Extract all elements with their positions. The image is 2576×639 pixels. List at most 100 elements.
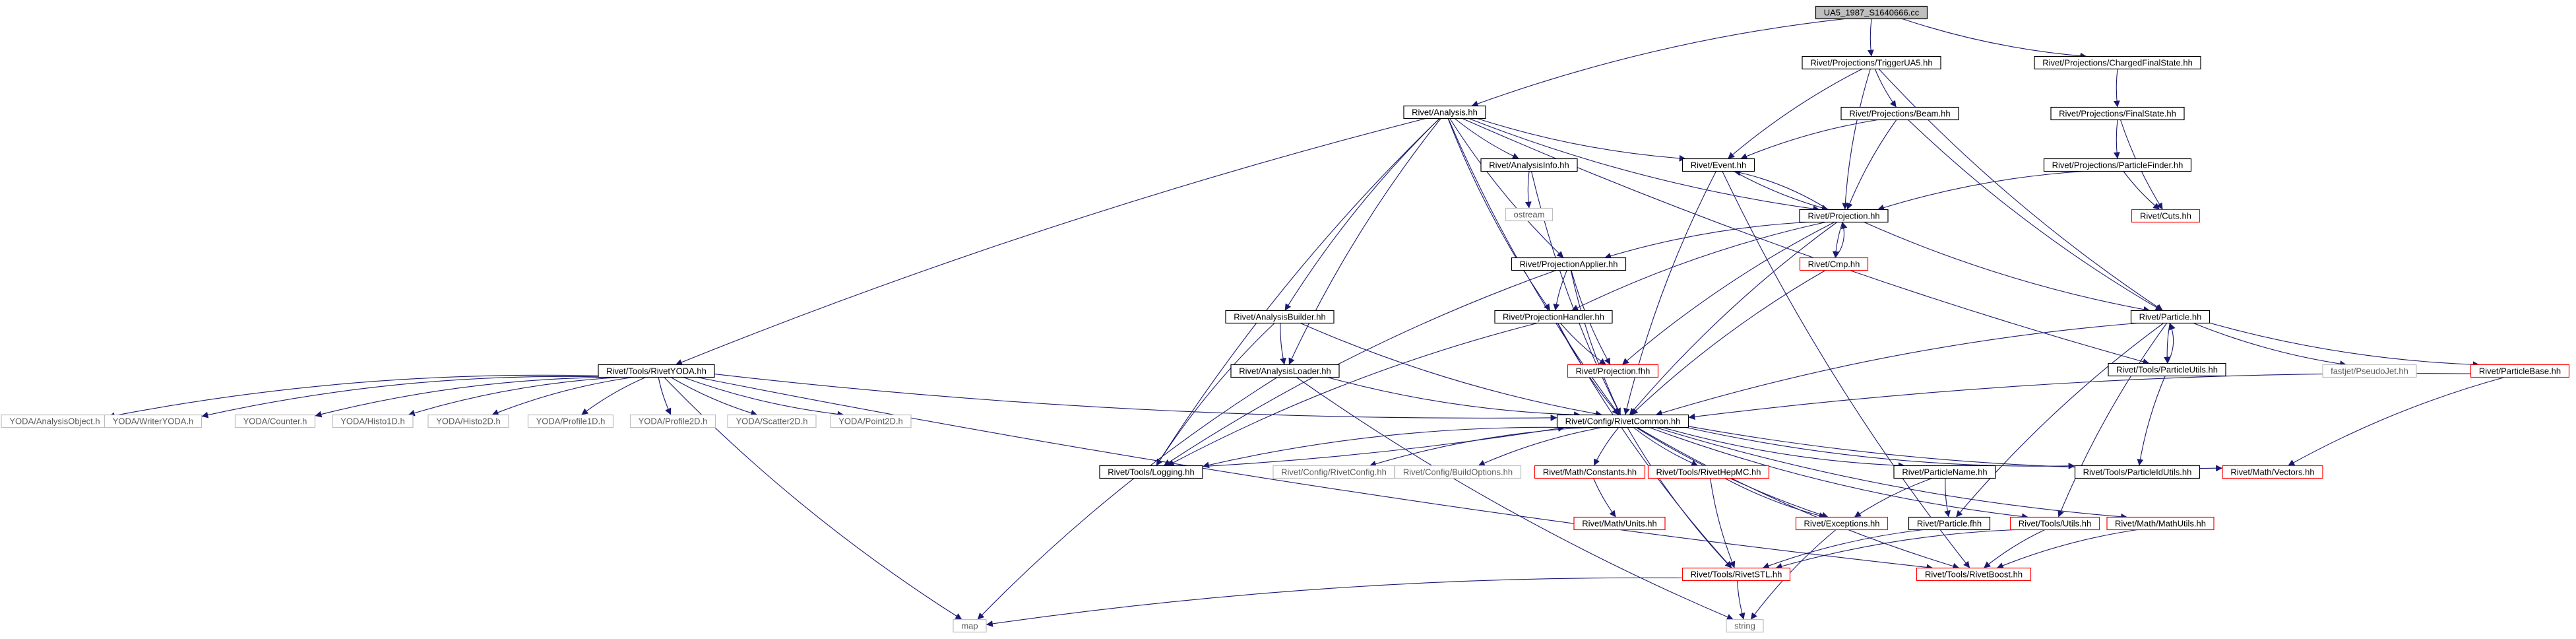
node-label: Rivet/Cuts.hh bbox=[2140, 211, 2191, 220]
edge-rivetyoda-to-yoda-h1 bbox=[408, 376, 621, 417]
node-cuts[interactable]: Rivet/Cuts.hh bbox=[2131, 209, 2201, 223]
node-label: Rivet/Config/BuildOptions.hh bbox=[1403, 467, 1513, 477]
node-projfhh[interactable]: Rivet/Projection.fhh bbox=[1567, 364, 1659, 378]
node-triggerua5[interactable]: Rivet/Projections/TriggerUA5.hh bbox=[1802, 55, 1941, 70]
node-utils[interactable]: Rivet/Tools/Utils.hh bbox=[2009, 516, 2100, 531]
node-box bbox=[1567, 364, 1659, 378]
node-particlefhh[interactable]: Rivet/Particle.fhh bbox=[1908, 516, 1991, 531]
node-projapplier[interactable]: Rivet/ProjectionApplier.hh bbox=[1511, 257, 1627, 271]
node-vectors[interactable]: Rivet/Math/Vectors.hh bbox=[2222, 465, 2323, 479]
node-box bbox=[1840, 106, 1959, 121]
node-label: Rivet/Projections/ParticleFinder.hh bbox=[2052, 160, 2183, 170]
node-boost[interactable]: Rivet/Tools/RivetBoost.hh bbox=[1916, 567, 2032, 582]
edge-particlebase-to-vectors bbox=[2288, 376, 2505, 466]
edge-analysisbuilder-to-logging bbox=[1156, 323, 1275, 466]
node-analysisloader[interactable]: Rivet/AnalysisLoader.hh bbox=[1230, 364, 1340, 378]
node-analysis[interactable]: Rivet/Analysis.hh bbox=[1403, 105, 1486, 119]
edge-analysisinfo-to-common bbox=[1530, 171, 1621, 415]
node-label: map bbox=[961, 621, 978, 630]
edge-analysis-to-projapplier bbox=[1449, 118, 1564, 258]
edge-root-to-chfs bbox=[1902, 18, 2087, 59]
node-mathutils[interactable]: Rivet/Math/MathUtils.hh bbox=[2106, 516, 2215, 531]
edge-common-to-mathutils bbox=[1655, 426, 2128, 520]
node-exceptions[interactable]: Rivet/Exceptions.hh bbox=[1795, 516, 1889, 531]
edge-hepmc-to-stl bbox=[1710, 478, 1736, 568]
node-label: Rivet/Particle.hh bbox=[2139, 312, 2202, 321]
node-yoda-h1: YODA/Histo1D.h bbox=[332, 414, 414, 428]
node-box bbox=[1394, 465, 1522, 479]
node-fastjet: fastjet/PseudoJet.hh bbox=[2322, 364, 2417, 378]
edge-analysisinfo-to-ostream bbox=[1524, 171, 1532, 209]
node-label: Rivet/Tools/Utils.hh bbox=[2019, 518, 2092, 528]
node-box bbox=[1795, 516, 1889, 531]
edge-common-to-utils bbox=[1649, 426, 2028, 520]
edge-stl-to-map bbox=[986, 577, 1683, 627]
node-box bbox=[1893, 465, 1996, 479]
node-projection[interactable]: Rivet/Projection.hh bbox=[1799, 209, 1889, 223]
node-label: YODA/Histo2D.h bbox=[436, 416, 501, 426]
node-stl[interactable]: Rivet/Tools/RivetSTL.hh bbox=[1681, 567, 1791, 582]
node-analysisinfo[interactable]: Rivet/AnalysisInfo.hh bbox=[1480, 158, 1578, 172]
edge-analysis-to-logging bbox=[1156, 118, 1440, 466]
node-buildoptions: Rivet/Config/BuildOptions.hh bbox=[1394, 465, 1522, 479]
edge-projhandler-to-projfhh bbox=[1559, 323, 1606, 365]
node-box bbox=[1099, 465, 1203, 479]
node-box bbox=[2043, 158, 2192, 172]
edge-particlefhh-to-stl bbox=[1762, 529, 1924, 569]
node-label: fastjet/PseudoJet.hh bbox=[2331, 366, 2408, 376]
node-common[interactable]: Rivet/Config/RivetCommon.hh bbox=[1556, 414, 1689, 428]
node-box bbox=[2130, 310, 2211, 324]
edge-hepmc-to-exceptions bbox=[1724, 478, 1826, 519]
node-label: Rivet/AnalysisInfo.hh bbox=[1489, 160, 1569, 170]
node-particleidutils[interactable]: Rivet/Tools/ParticleIdUtils.hh bbox=[2074, 465, 2201, 479]
node-particlefinder[interactable]: Rivet/Projections/ParticleFinder.hh bbox=[2043, 158, 2192, 172]
node-label: Rivet/AnalysisBuilder.hh bbox=[1234, 312, 1325, 321]
edge-event-to-projection bbox=[1734, 171, 1829, 211]
node-label: Rivet/ProjectionHandler.hh bbox=[1503, 312, 1604, 321]
edge-particle-to-particleutils bbox=[2164, 323, 2170, 364]
edge-particlefinder-to-cuts bbox=[2123, 171, 2160, 210]
node-root[interactable]: UA5_1987_S1640666.cc bbox=[1815, 5, 1928, 20]
edge-projapplier-to-projhandler bbox=[1553, 270, 1567, 311]
edge-projhandler-to-logging bbox=[1167, 322, 1538, 466]
edge-analysis-to-analysisinfo bbox=[1454, 118, 1520, 159]
node-analysisbuilder[interactable]: Rivet/AnalysisBuilder.hh bbox=[1225, 310, 1335, 324]
node-particlebase[interactable]: Rivet/ParticleBase.hh bbox=[2470, 364, 2570, 378]
node-event[interactable]: Rivet/Event.hh bbox=[1681, 158, 1755, 172]
node-box bbox=[2131, 209, 2201, 223]
node-box bbox=[1505, 207, 1554, 222]
node-logging[interactable]: Rivet/Tools/Logging.hh bbox=[1099, 465, 1203, 479]
edge-analysisloader-to-map bbox=[977, 377, 1278, 620]
edge-projection-to-projhandler bbox=[1571, 221, 1826, 311]
edge-exceptions-to-string bbox=[1750, 529, 1837, 620]
node-rivetconfig: Rivet/Config/RivetConfig.hh bbox=[1272, 465, 1395, 479]
edge-stl-to-string bbox=[1737, 580, 1745, 620]
node-beam[interactable]: Rivet/Projections/Beam.hh bbox=[1840, 106, 1959, 121]
edge-triggerua5-to-event bbox=[1727, 69, 1863, 159]
edge-projhandler-to-stl bbox=[1557, 323, 1732, 568]
node-map: map bbox=[953, 619, 987, 633]
node-cmp[interactable]: Rivet/Cmp.hh bbox=[1799, 257, 1869, 271]
node-constants[interactable]: Rivet/Math/Constants.hh bbox=[1534, 465, 1646, 479]
node-box bbox=[1511, 257, 1627, 271]
node-yoda-counter: YODA/Counter.h bbox=[234, 414, 316, 428]
edge-chfs-to-finalstate bbox=[2113, 69, 2120, 108]
node-particlename[interactable]: Rivet/ParticleName.hh bbox=[1893, 465, 1996, 479]
node-particle[interactable]: Rivet/Particle.hh bbox=[2130, 310, 2211, 324]
node-label: ostream bbox=[1514, 209, 1545, 219]
node-ostream: ostream bbox=[1505, 207, 1554, 222]
edge-logging-to-common bbox=[1202, 425, 1565, 467]
node-rivetyoda[interactable]: Rivet/Tools/RivetYODA.hh bbox=[598, 364, 715, 378]
node-box bbox=[1556, 414, 1689, 428]
node-chfs[interactable]: Rivet/Projections/ChargedFinalState.hh bbox=[2034, 55, 2201, 70]
node-label: Rivet/Tools/RivetSTL.hh bbox=[1691, 569, 1782, 579]
node-projhandler[interactable]: Rivet/ProjectionHandler.hh bbox=[1494, 310, 1613, 324]
edge-projection-to-particle bbox=[1864, 221, 2151, 313]
edge-analysis-to-projhandler bbox=[1447, 118, 1551, 311]
node-hepmc[interactable]: Rivet/Tools/RivetHepMC.hh bbox=[1647, 465, 1770, 479]
node-label: Rivet/Config/RivetCommon.hh bbox=[1565, 416, 1681, 426]
node-particleutils[interactable]: Rivet/Tools/ParticleUtils.hh bbox=[2108, 362, 2226, 377]
node-units[interactable]: Rivet/Math/Units.hh bbox=[1573, 516, 1666, 531]
node-finalstate[interactable]: Rivet/Projections/FinalState.hh bbox=[2050, 106, 2185, 121]
edge-particleutils-to-particle bbox=[2167, 323, 2176, 364]
